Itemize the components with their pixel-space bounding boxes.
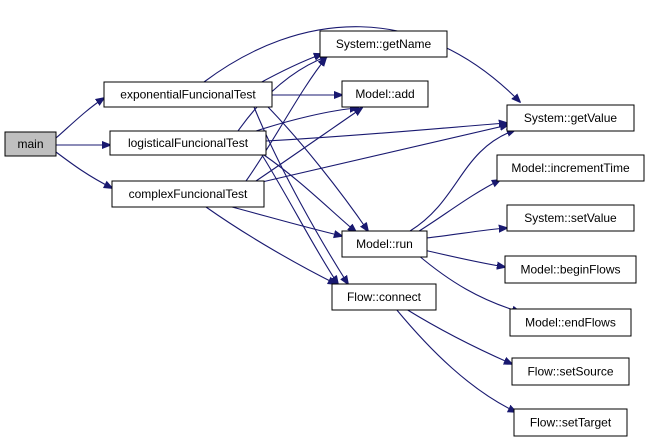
edge-exp-getname <box>257 54 322 85</box>
node-model-begin-flows-label: Model::beginFlows <box>520 263 620 277</box>
node-system-get-value[interactable]: System::getValue <box>506 104 635 132</box>
edge-log-getvalue <box>265 123 507 142</box>
node-model-add[interactable]: Model::add <box>341 80 429 108</box>
edge-run-end <box>417 254 520 312</box>
edge-cmp-connect <box>205 206 336 284</box>
edge-log-getname <box>237 56 328 132</box>
edge-main-cmp <box>55 151 112 188</box>
node-model-end-flows[interactable]: Model::endFlows <box>509 308 632 337</box>
edge-cmp-add <box>255 108 362 182</box>
edge-cmp-getname <box>245 58 326 182</box>
node-flow-connect[interactable]: Flow::connect <box>331 283 437 311</box>
edge-run-begin <box>423 249 505 267</box>
edge-exp-connect <box>253 106 348 284</box>
edge-main-exp <box>55 98 104 139</box>
edges <box>55 26 520 412</box>
node-exponential-funcional-test[interactable]: exponentialFuncionalTest <box>103 81 273 108</box>
edge-log-run <box>263 154 356 232</box>
node-model-increment-time[interactable]: Model::incrementTime <box>496 154 645 182</box>
node-system-get-name-label: System::getName <box>336 37 432 51</box>
edge-log-add <box>255 108 358 132</box>
node-system-get-value-label: System::getValue <box>524 111 617 125</box>
node-model-run[interactable]: Model::run <box>341 230 428 258</box>
node-complex-funcional-test-label: complexFuncionalTest <box>129 187 248 201</box>
node-flow-set-source-label: Flow::setSource <box>527 365 613 379</box>
edge-exp-run <box>267 106 368 231</box>
node-flow-set-source[interactable]: Flow::setSource <box>511 357 630 386</box>
edge-cmp-run <box>231 206 342 236</box>
node-system-set-value[interactable]: System::setValue <box>506 204 635 232</box>
node-model-increment-time-label: Model::incrementTime <box>511 161 630 175</box>
node-system-get-name[interactable]: System::getName <box>319 30 448 58</box>
edge-connect-setsrc <box>405 308 512 364</box>
node-model-run-label: Model::run <box>356 237 413 251</box>
edge-run-inctime <box>415 180 500 234</box>
node-model-end-flows-label: Model::endFlows <box>525 316 616 330</box>
node-model-add-label: Model::add <box>355 87 414 101</box>
edge-connect-settgt <box>395 308 516 412</box>
edge-run-getvalue <box>409 130 515 232</box>
node-flow-set-target-label: Flow::setTarget <box>530 416 612 430</box>
node-flow-connect-label: Flow::connect <box>347 290 422 304</box>
node-logistical-funcional-test-label: logisticalFuncionalTest <box>128 136 249 150</box>
node-main[interactable]: main <box>4 131 57 157</box>
edge-cmp-getvalue <box>261 125 508 183</box>
node-model-begin-flows[interactable]: Model::beginFlows <box>504 255 637 284</box>
edge-exp-getvalue <box>203 26 520 102</box>
edge-run-setvalue <box>425 228 507 239</box>
node-system-set-value-label: System::setValue <box>524 211 617 225</box>
node-flow-set-target[interactable]: Flow::setTarget <box>513 408 628 437</box>
node-complex-funcional-test[interactable]: complexFuncionalTest <box>111 180 265 208</box>
nodes: main exponentialFuncionalTest logistical… <box>4 30 645 437</box>
node-exponential-funcional-test-label: exponentialFuncionalTest <box>120 88 256 102</box>
node-main-label: main <box>17 137 43 151</box>
node-logistical-funcional-test[interactable]: logisticalFuncionalTest <box>109 130 267 156</box>
